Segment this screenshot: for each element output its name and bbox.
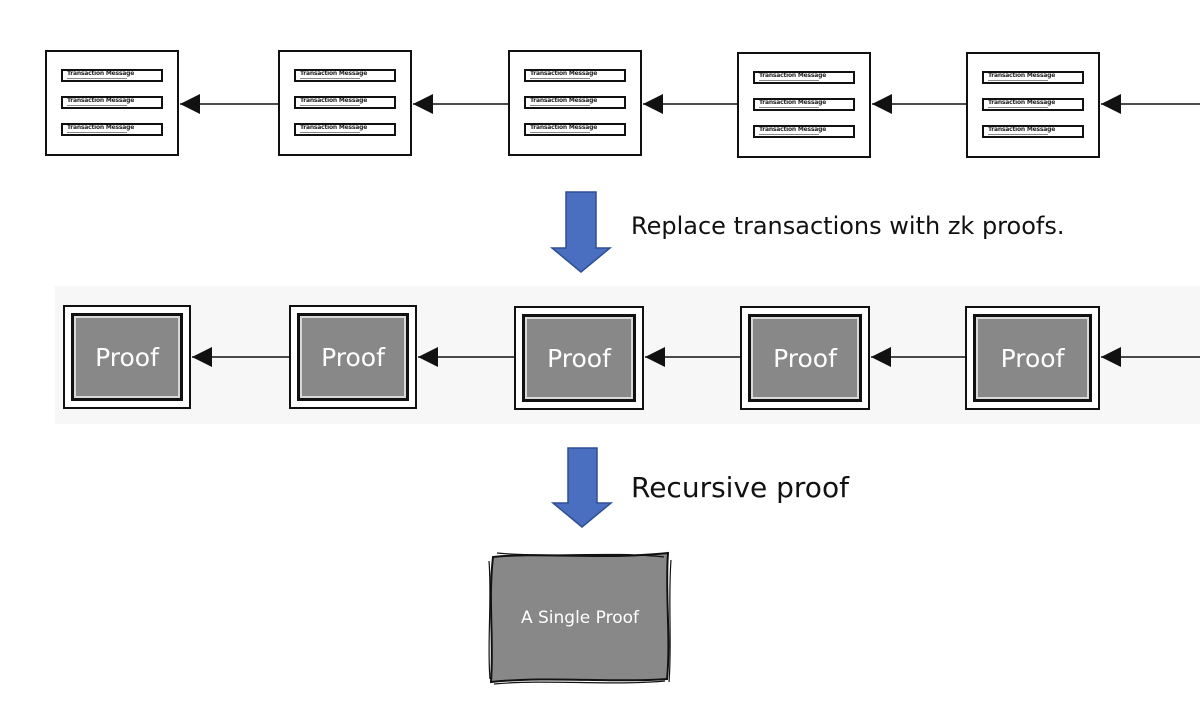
transaction-message: Transaction Message: [524, 96, 626, 109]
transaction-block: Transaction Message Transaction Message …: [508, 50, 642, 156]
chain-arrowhead: [418, 347, 438, 367]
transaction-chain-arrows: [180, 94, 1200, 114]
proof-block: Proof: [289, 305, 417, 409]
transaction-message: Transaction Message: [61, 96, 163, 109]
single-proof-label: A Single Proof: [520, 608, 640, 628]
chain-arrowhead: [413, 94, 433, 114]
proof-label: Proof: [773, 343, 837, 373]
proof-label: Proof: [547, 343, 611, 373]
proof-block: Proof: [63, 305, 191, 409]
proof-label: Proof: [1000, 343, 1065, 373]
transaction-message: Transaction Message: [982, 98, 1084, 111]
transaction-message: Transaction Message: [61, 123, 163, 136]
transaction-message: Transaction Message: [294, 123, 396, 136]
proof-label: Proof: [95, 342, 159, 372]
chain-arrowhead: [1101, 347, 1121, 367]
transaction-message: Transaction Message: [982, 71, 1084, 84]
proof-block: Proof: [740, 306, 870, 410]
transaction-block: Transaction Message Transaction Message …: [737, 52, 871, 158]
down-arrow-icon: [549, 191, 613, 273]
transaction-message: Transaction Message: [753, 98, 855, 111]
transaction-message: Transaction Message: [982, 125, 1084, 138]
proof-label: Proof: [321, 342, 385, 372]
transaction-block: Transaction Message Transaction Message …: [45, 50, 179, 156]
chain-arrowhead: [192, 347, 212, 367]
step1-caption: Replace transactions with zk proofs.: [631, 212, 1065, 240]
single-proof-box: [488, 551, 672, 685]
chain-arrowhead: [871, 347, 891, 367]
transaction-message: Transaction Message: [753, 125, 855, 138]
down-arrow-icon: [550, 447, 614, 528]
proof-block: Proof: [965, 306, 1100, 410]
transaction-message: Transaction Message: [61, 69, 163, 82]
chain-arrowhead: [180, 94, 200, 114]
transaction-message: Transaction Message: [524, 69, 626, 82]
transaction-message: Transaction Message: [524, 123, 626, 136]
transaction-block: Transaction Message Transaction Message …: [966, 52, 1100, 158]
chain-arrowhead: [872, 94, 892, 114]
transaction-block: Transaction Message Transaction Message …: [278, 50, 412, 156]
proof-chain-arrows: [192, 347, 1200, 367]
chain-arrowhead: [645, 347, 665, 367]
step2-caption: Recursive proof: [631, 471, 849, 504]
transaction-message: Transaction Message: [294, 69, 396, 82]
transaction-message: Transaction Message: [294, 96, 396, 109]
proof-block: Proof: [514, 306, 644, 410]
transaction-message: Transaction Message: [753, 71, 855, 84]
chain-arrowhead: [1101, 94, 1121, 114]
chain-arrowhead: [643, 94, 663, 114]
